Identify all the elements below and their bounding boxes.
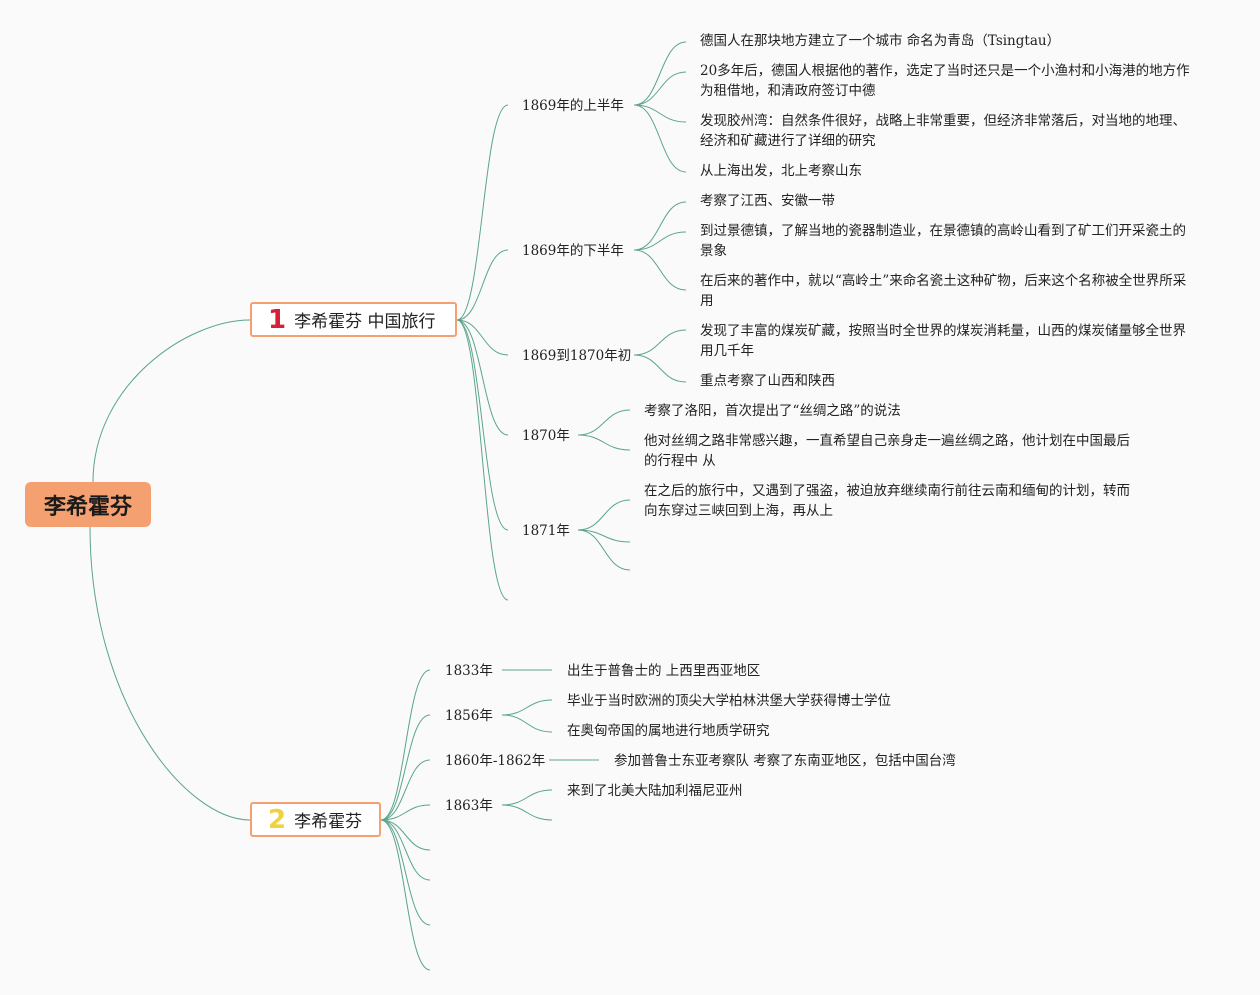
b1-g2-item-1[interactable]: 考察了江西、安徽一带: [700, 193, 835, 209]
root-to-branch-2: [89, 526, 251, 821]
b1g1-connector-3: [633, 104, 687, 173]
b1-g1-item-2[interactable]: 20多年后，德国人根据他的著作，选定了当时还只是一个小渔村和小海港的地方作为租借…: [700, 63, 1190, 99]
b2-connector-4: [380, 819, 431, 851]
b1-g1-item-1[interactable]: 德国人在那块地方建立了一个城市 命名为青岛（Tsingtau）: [700, 33, 1061, 49]
b2-group-1833[interactable]: 1833年: [445, 663, 493, 679]
b1-group-1869-1870[interactable]: 1869到1870年初: [522, 348, 632, 364]
b1-g1-item-3[interactable]: 发现胶州湾：自然条件很好，战略上非常重要，但经济非常落后，对当地的地理、经济和矿…: [700, 113, 1186, 149]
b1-connector-3: [456, 319, 509, 436]
branch-2-biography[interactable]: 2 李希霍芬: [250, 802, 381, 837]
b2g4-connector-1: [501, 804, 553, 821]
b1-group-1869-h1[interactable]: 1869年的上半年: [522, 98, 624, 114]
b1-g5-item-1[interactable]: 在之后的旅行中，又遇到了强盗，被迫放弃继续南行前往云南和缅甸的计划，转而向东穿过…: [644, 483, 1130, 519]
b2g2-connector-0: [501, 699, 553, 716]
b1-g2-item-2[interactable]: 到过景德镇，了解当地的瓷器制造业，在景德镇的高岭山看到了矿工们开采瓷土的景象: [700, 223, 1186, 259]
b1-connector-0: [456, 104, 509, 321]
b1-group-1869-h2[interactable]: 1869年的下半年: [522, 243, 624, 259]
b1-g3-item-2[interactable]: 重点考察了山西和陕西: [700, 373, 835, 389]
b1-connector-5: [456, 319, 509, 601]
b1-g4-item-1[interactable]: 考察了洛阳，首次提出了“丝绸之路”的说法: [644, 403, 901, 419]
b1-connector-2: [456, 319, 509, 356]
b1-group-1870[interactable]: 1870年: [522, 428, 570, 444]
b1g2-connector-1: [633, 231, 687, 251]
b1g1-connector-0: [633, 41, 687, 106]
b2-group-1863[interactable]: 1863年: [445, 798, 493, 814]
b1-g2-item-3[interactable]: 在后来的著作中，就以“高岭土”来命名瓷土这种矿物，后来这个名称被全世界所采用: [700, 273, 1187, 309]
b1-g1-item-4[interactable]: 从上海出发，北上考察山东: [700, 163, 862, 179]
b1g4-connector-0: [577, 409, 631, 436]
b1g1-connector-2: [633, 104, 687, 123]
b1-connector-1: [456, 249, 509, 321]
branch-1-number-icon: 1: [268, 304, 287, 335]
b1-g4-item-2[interactable]: 他对丝绸之路非常感兴趣，一直希望自己亲身走一遍丝绸之路，他计划在中国最后的行程中…: [644, 433, 1130, 469]
b2-group-1860-1862[interactable]: 1860年-1862年: [445, 753, 546, 769]
b2g4-connector-0: [501, 789, 553, 806]
b2-g1-item-1[interactable]: 出生于普鲁士的 上西里西亚地区: [567, 663, 761, 679]
b2-g4-item-1[interactable]: 来到了北美大陆加利福尼亚州: [567, 783, 743, 799]
b2-connector-5: [380, 819, 431, 881]
branch-2-label: 李希霍芬: [294, 812, 363, 832]
b2g2-connector-1: [501, 714, 553, 733]
b1g3-connector-1: [633, 354, 687, 383]
b2-group-1856[interactable]: 1856年: [445, 708, 493, 724]
root-to-branch-1: [92, 319, 251, 483]
b1g2-connector-0: [633, 201, 687, 251]
b2-g2-item-1[interactable]: 毕业于当时欧洲的顶尖大学柏林洪堡大学获得博士学位: [567, 693, 891, 709]
branch-1-china-travel[interactable]: 1 李希霍芬 中国旅行: [250, 302, 457, 337]
b2-connector-1: [380, 714, 431, 821]
branch-2-number-icon: 2: [268, 804, 287, 835]
branch-1-label: 李希霍芬 中国旅行: [294, 312, 436, 332]
b1g5-connector-2: [577, 529, 631, 571]
b2-g2-item-2[interactable]: 在奥匈帝国的属地进行地质学研究: [567, 723, 770, 739]
b2-connector-3: [380, 804, 431, 821]
b1g4-connector-1: [577, 434, 631, 451]
b2-connector-2: [380, 759, 431, 821]
b2-connector-7: [380, 819, 431, 971]
b1g2-connector-2: [633, 249, 687, 291]
root-label: 李希霍芬: [43, 494, 132, 520]
b1-connector-4: [456, 319, 509, 531]
b1g1-connector-1: [633, 71, 687, 106]
root-topic[interactable]: 李希霍芬: [25, 482, 151, 527]
b2-connector-6: [380, 819, 431, 926]
b1-group-1871[interactable]: 1871年: [522, 523, 570, 539]
b2-connector-0: [380, 669, 431, 821]
b1g5-connector-0: [577, 499, 631, 531]
b1g3-connector-0: [633, 329, 687, 356]
b1-g3-item-1[interactable]: 发现了丰富的煤炭矿藏，按照当时全世界的煤炭消耗量，山西的煤炭储量够全世界用几千年: [700, 323, 1186, 359]
b2-g3-item-1[interactable]: 参加普鲁士东亚考察队 考察了东南亚地区，包括中国台湾: [614, 753, 956, 769]
